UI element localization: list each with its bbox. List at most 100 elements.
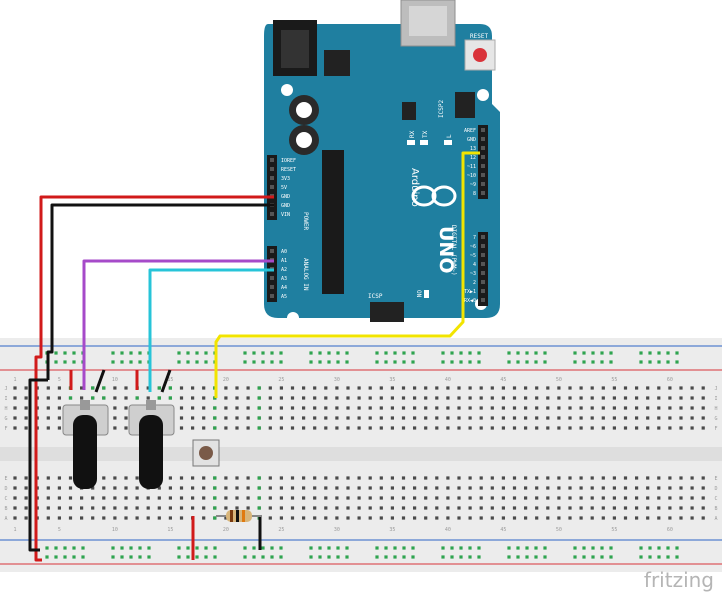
resistor (216, 510, 262, 522)
breadboard-hole (335, 416, 339, 420)
rail-hole (384, 360, 388, 364)
connected-hole (168, 386, 172, 390)
pin-label: GND (281, 194, 290, 200)
breadboard-hole (490, 476, 494, 480)
rail-hole (459, 555, 463, 559)
breadboard-hole (524, 406, 528, 410)
breadboard-hole (468, 476, 472, 480)
breadboard-hole (612, 476, 616, 480)
pin-labels: IOREFRESET3V35VGNDGNDVINA0A1A2A3A4A5AREF… (281, 128, 476, 304)
breadboard-hole (224, 476, 228, 480)
rail-hole (468, 546, 472, 550)
breadboard-hole (657, 516, 661, 520)
breadboard-hole (113, 486, 117, 490)
breadboard-hole (357, 396, 361, 400)
breadboard-hole (646, 486, 650, 490)
rail-hole (384, 546, 388, 550)
header-pin (481, 280, 485, 284)
connected-hole (91, 396, 95, 400)
breadboard-hole (124, 476, 128, 480)
breadboard-hole (290, 516, 295, 520)
breadboard-hole (579, 406, 583, 410)
breadboard-hole (379, 386, 383, 390)
rail-hole (411, 360, 415, 364)
column-number: 1 (13, 527, 16, 533)
breadboard-hole (302, 396, 306, 400)
rail-hole (243, 360, 247, 364)
column-number: 25 (278, 377, 284, 383)
breadboard-hole (557, 516, 561, 520)
rail-hole (639, 360, 643, 364)
breadboard-hole (546, 486, 550, 490)
breadboard-hole (268, 486, 272, 490)
breadboard-hole (590, 496, 594, 500)
breadboard-hole (646, 416, 650, 420)
breadboard-hole (446, 476, 450, 480)
breadboard-hole (68, 496, 73, 500)
breadboard-hole (179, 476, 184, 480)
pot-2-knob (139, 415, 163, 489)
rail-hole (666, 546, 670, 550)
header-pin (481, 146, 485, 150)
breadboard-hole (546, 476, 550, 480)
breadboard-hole (102, 486, 106, 490)
breadboard-hole (612, 396, 616, 400)
pin-label: 5V (281, 185, 287, 191)
rail-hole (441, 546, 445, 550)
column-number: 55 (611, 377, 617, 383)
rail-hole (477, 351, 481, 355)
breadboard-hole (424, 406, 428, 410)
breadboard-hole (579, 516, 583, 520)
wire-a1-purple (82, 259, 274, 390)
rail-hole (279, 555, 283, 559)
breadboard-hole (113, 476, 117, 480)
breadboard-hole (324, 516, 328, 520)
breadboard-hole (279, 486, 283, 490)
breadboard-hole (379, 486, 383, 490)
rail-hole (591, 360, 595, 364)
breadboard-hole (413, 486, 417, 490)
breadboard-hole (390, 416, 394, 420)
rail-holes (45, 351, 679, 559)
breadboard-hole (690, 486, 694, 490)
breadboard-hole (701, 406, 705, 410)
rail-hole (600, 546, 604, 550)
breadboard-hole (368, 386, 372, 390)
breadboard-hole (612, 516, 616, 520)
breadboard-hole (179, 426, 184, 430)
pot-2-pin (146, 400, 156, 410)
breadboard-hole (290, 406, 295, 410)
resistor-band (242, 510, 245, 522)
breadboard-hole (546, 396, 550, 400)
rail-hole (327, 546, 331, 550)
breadboard-hole (246, 426, 250, 430)
rail-hole (318, 360, 322, 364)
connected-hole (213, 486, 217, 490)
column-numbers: 1155101015152020252530303535404045455050… (13, 377, 672, 533)
rail-hole (393, 360, 397, 364)
rail-hole (327, 351, 331, 355)
breadboard-hole (13, 406, 17, 410)
capacitor-top (296, 132, 312, 148)
breadboard-hole (302, 506, 306, 510)
breadboard-hole (224, 496, 228, 500)
breadboard-hole (235, 496, 239, 500)
connected-hole (257, 476, 261, 480)
breadboard-hole (557, 396, 561, 400)
rail-hole (507, 546, 511, 550)
breadboard-hole (191, 416, 195, 420)
breadboard-hole (379, 496, 383, 500)
breadboard-hole (102, 506, 106, 510)
breadboard-hole (657, 396, 661, 400)
breadboard-hole (313, 476, 317, 480)
breadboard-hole (357, 496, 361, 500)
connected-hole (257, 396, 261, 400)
breadboard-hole (413, 516, 417, 520)
breadboard-hole (501, 476, 505, 480)
breadboard-hole (290, 496, 295, 500)
header-pin (481, 235, 485, 239)
header-pin (270, 276, 274, 280)
header-pin (481, 128, 485, 132)
breadboard-hole (635, 426, 639, 430)
rail-hole (147, 555, 151, 559)
